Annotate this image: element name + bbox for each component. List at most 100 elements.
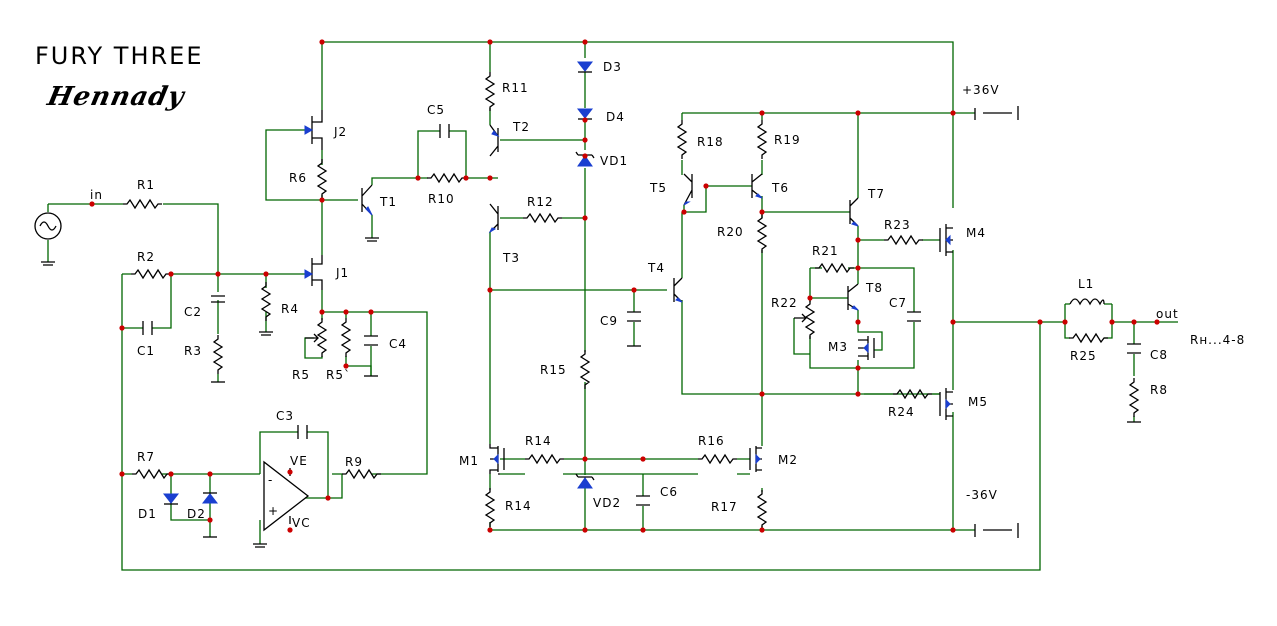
junction-dots [89,39,1160,533]
label-r5: R5 [292,368,310,382]
resistor-r14b [485,487,495,528]
label-c8: C8 [1150,348,1168,362]
label-vc: VC [292,516,311,530]
label-t5: T5 [649,181,667,195]
label-c4: C4 [389,337,407,351]
resistor-r1 [122,199,163,209]
diode-d2 [201,493,219,504]
label-t8: T8 [865,281,883,295]
transistors [304,110,953,475]
label-t6: T6 [771,181,789,195]
label-r16: R16 [698,434,725,448]
signal-source [34,212,62,240]
label-m5: M5 [968,395,988,409]
label-c2: C2 [184,305,202,319]
schematic-title: FURY THREE [35,42,204,70]
label-r4: R4 [281,302,299,316]
label-r14b: R14 [505,499,532,513]
diode-d1 [162,493,180,504]
capacitor-c7 [907,311,921,322]
svg-text:+: + [268,504,279,518]
resistor-r8 [1129,377,1139,418]
label-r11: R11 [502,81,529,95]
wiring [47,41,1178,571]
label-d4: D4 [606,110,625,124]
label-ve: VE [290,454,308,468]
label-d3: D3 [603,60,622,74]
label-t1: T1 [379,195,397,209]
svg-text:-: - [268,473,273,487]
resistor-r20 [757,213,767,254]
diode-vd1 [577,155,593,167]
resistor-r19 [757,119,767,160]
label-r9: R9 [345,455,363,469]
label-r5b: R5` [326,368,351,382]
label-r3: R3 [184,344,202,358]
resistor-r12 [522,213,563,223]
capacitors [142,124,1141,506]
label-c1: C1 [137,344,155,358]
resistor-r16 [697,454,738,464]
power-terminals [974,106,1019,538]
resistors [122,71,1139,530]
capacitor-c4 [364,335,378,346]
label-c5: C5 [427,103,445,117]
label-c3: C3 [276,409,294,423]
capacitor-c9 [627,311,641,322]
label-j1: J1 [335,266,349,280]
label-r20: R20 [717,225,744,239]
label-vneg: -36V [966,488,998,502]
label-d2: D2 [187,507,206,521]
label-r25: R25 [1070,349,1097,363]
diode-vd2 [577,477,593,489]
label-c7: C7 [889,296,907,310]
label-r19: R19 [774,133,801,147]
label-m2: M2 [778,453,798,467]
resistor-r3 [213,334,223,375]
label-c9: C9 [600,314,618,328]
label-l1: L1 [1078,277,1094,291]
op-amp: - + [263,460,310,532]
label-d1: D1 [138,507,157,521]
component-labels: in R1 R2 C1 C2 R3 R4 J1 J2 R6 T1 C5 R10 … [90,60,1245,530]
label-c6: C6 [660,485,678,499]
label-r17: R17 [711,500,738,514]
capacitor-c8 [1127,343,1141,354]
diodes [162,61,595,505]
label-vd1: VD1 [600,154,628,168]
label-r8: R8 [1150,383,1168,397]
capacitor-c2 [211,295,225,303]
label-t2: T2 [512,120,530,134]
label-m4: M4 [966,226,986,240]
label-m3: M3 [828,340,848,354]
label-t3: T3 [502,251,520,265]
resistor-r23 [883,235,924,245]
label-load: Rн...4-8 [1190,333,1245,347]
label-j2: J2 [333,125,347,139]
ground-symbols [41,237,1141,548]
capacitor-c1 [142,321,153,335]
label-vd2: VD2 [593,496,621,510]
label-t4: T4 [647,261,665,275]
diode-d4 [576,108,594,119]
label-r18: R18 [697,135,724,149]
resistor-r17 [757,489,767,530]
resistor-r14a [524,454,565,464]
inductor-l1 [1069,298,1105,306]
label-vpos: +36V [962,83,1000,97]
label-in: in [90,188,103,202]
resistor-r18 [677,119,687,160]
capacitor-c6 [636,495,650,506]
label-r15: R15 [540,363,567,377]
resistor-r10 [426,173,467,183]
label-r14a: R14 [525,434,552,448]
resistor-r25 [1068,333,1109,343]
resistor-r22 [805,299,815,340]
label-m1: M1 [459,454,479,468]
resistor-r5 [317,317,327,358]
label-r12: R12 [527,195,554,209]
label-r1: R1 [137,178,155,192]
resistor-r11 [485,71,495,112]
label-out: out [1156,307,1179,321]
